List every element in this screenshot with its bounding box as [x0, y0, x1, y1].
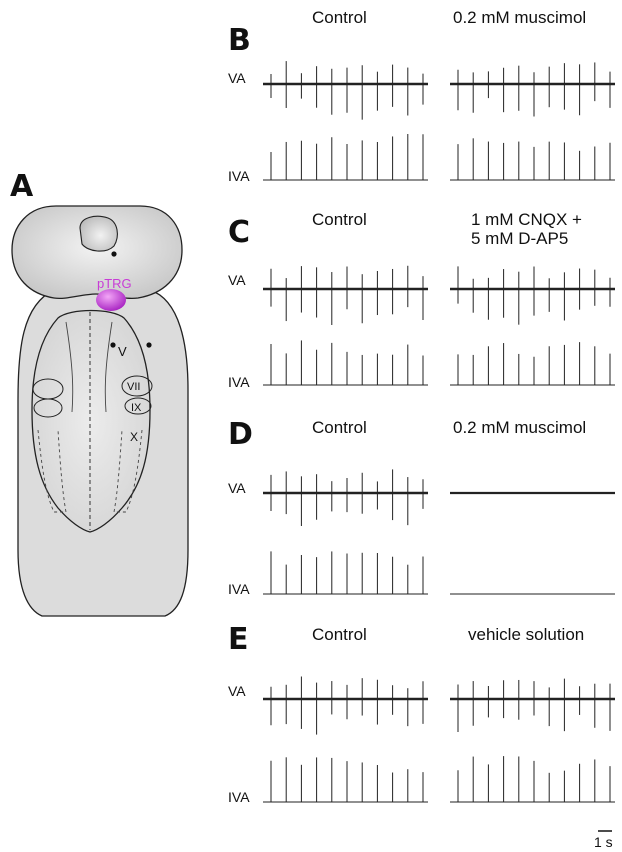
trace-label-iva: IVA	[228, 168, 250, 184]
trace-label-iva: IVA	[228, 789, 250, 805]
condition-line: 0.2 mM muscimol	[453, 418, 587, 437]
trace-recordings	[263, 61, 615, 803]
scale-bar-label: 1 s	[594, 834, 613, 850]
right-lobe-ix	[124, 397, 152, 415]
condition-control-c: Control	[312, 210, 367, 229]
trace-label-iva: IVA	[228, 374, 250, 390]
left-column-dashed	[37, 429, 67, 513]
nerve-label-x: X	[130, 430, 138, 444]
ventricle-fold-right	[104, 321, 113, 413]
condition-right-b: 0.2 mM muscimol	[453, 8, 586, 27]
brainstem-diagram: pTRG V VII IX X	[11, 205, 189, 617]
trace-label-va: VA	[228, 480, 246, 496]
condition-line: vehicle solution	[468, 625, 585, 644]
condition-control-b: Control	[312, 8, 367, 27]
neuron-dot	[110, 342, 116, 348]
ventricle-fold-left	[65, 321, 74, 413]
condition-line: 5 mM D-AP5	[471, 229, 569, 248]
nerve-label-vii: VII	[127, 381, 140, 393]
panel-label-e: E	[228, 622, 249, 657]
ventricle-outline	[31, 309, 151, 533]
panel-label-a: A	[10, 169, 34, 204]
nerve-label-v: V	[118, 344, 127, 359]
right-column-dashed	[113, 429, 143, 513]
condition-right-c: 1 mM CNQX + 5 mM D-AP5	[471, 210, 582, 248]
neuron-dot	[146, 342, 152, 348]
ptrg-nucleus	[96, 289, 126, 311]
condition-line: 0.2 mM muscimol	[453, 8, 587, 27]
trace-label-va: VA	[228, 683, 246, 699]
panel-label-b: B	[228, 23, 251, 58]
neuron-dot	[111, 251, 117, 257]
midbrain-tectum	[11, 205, 183, 300]
condition-control-e: Control	[312, 625, 367, 644]
trace-label-iva: IVA	[228, 581, 250, 597]
condition-right-e: vehicle solution	[468, 625, 584, 644]
left-lobe-2	[33, 398, 63, 418]
panel-label-d: D	[228, 417, 253, 452]
ptrg-label: pTRG	[97, 276, 132, 291]
nerve-label-ix: IX	[131, 402, 142, 414]
condition-control-d: Control	[312, 418, 367, 437]
condition-right-d: 0.2 mM muscimol	[453, 418, 586, 437]
condition-line: 1 mM CNQX +	[471, 210, 582, 229]
trace-label-va: VA	[228, 272, 246, 288]
trace-label-va: VA	[228, 70, 246, 86]
top-inner-nucleus	[79, 215, 118, 252]
right-lobe-vii	[121, 375, 153, 397]
panel-label-c: C	[228, 215, 251, 250]
